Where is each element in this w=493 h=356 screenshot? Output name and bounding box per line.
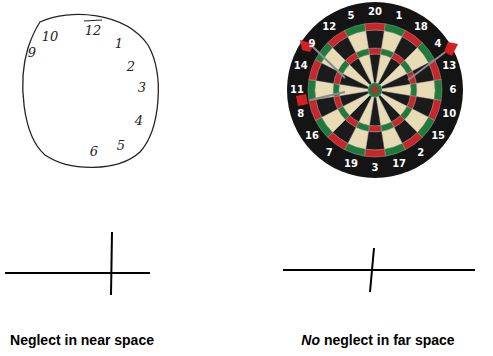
clock-number: 1 — [115, 37, 123, 50]
dartboard-number: 11 — [290, 85, 304, 95]
dartboard-number: 5 — [347, 11, 354, 21]
dartboard-number: 16 — [305, 131, 319, 141]
panel-caption: No neglect in far space — [301, 333, 454, 347]
clock-number: 6 — [90, 145, 98, 158]
dartboard-number: 6 — [450, 85, 457, 95]
dartboard-number: 8 — [297, 109, 304, 119]
darts — [296, 40, 458, 106]
clock-number: 3 — [138, 81, 146, 94]
dartboard-number: 10 — [442, 109, 456, 119]
bisection-line — [283, 269, 475, 271]
dartboard-number: 15 — [431, 131, 445, 141]
dartboard-number: 17 — [392, 159, 406, 169]
clock-outline — [23, 14, 158, 167]
bisection-line — [5, 272, 150, 274]
dartboard-number: 20 — [368, 7, 382, 17]
clock-number: 4 — [135, 114, 143, 127]
dartboard-number: 14 — [294, 61, 308, 71]
clock-number: 12 — [85, 24, 102, 37]
clock-number: 2 — [127, 60, 135, 73]
dartboard — [287, 2, 463, 178]
dartboard-number: 18 — [414, 22, 428, 32]
clock-number: 10 — [42, 30, 59, 43]
dartboard-number: 9 — [308, 39, 315, 49]
dartboard-number: 7 — [326, 148, 333, 158]
dartboard-number: 4 — [435, 39, 442, 49]
bisection-mark — [111, 232, 112, 295]
dartboard-number: 1 — [396, 11, 403, 21]
dartboard-number: 2 — [417, 148, 424, 158]
dartboard-number: 13 — [442, 61, 456, 71]
clock-number: 5 — [117, 139, 125, 152]
dartboard-number: 12 — [322, 22, 336, 32]
bisection-mark — [370, 248, 374, 292]
pen-stroke — [84, 20, 102, 21]
dartboard-number: 3 — [372, 163, 379, 173]
panel-caption: Neglect in near space — [10, 333, 154, 347]
dartboard-number: 19 — [344, 159, 358, 169]
clock-number: 9 — [28, 46, 36, 59]
